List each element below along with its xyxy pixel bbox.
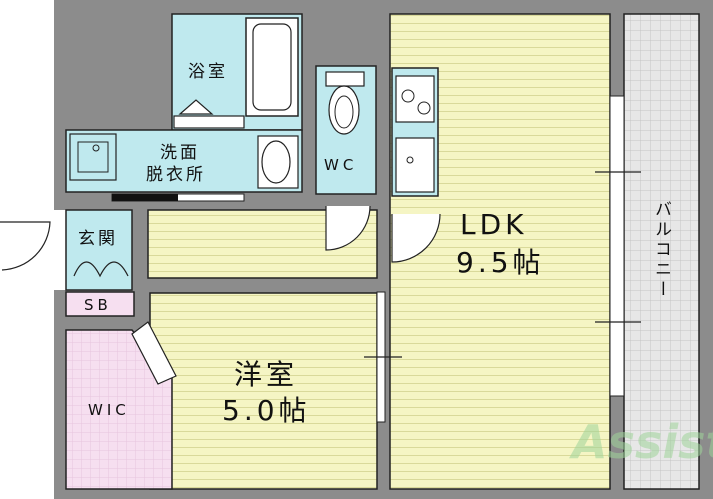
wic-label: WIC xyxy=(88,401,130,419)
ldk-size-label: 9.5帖 xyxy=(456,246,545,279)
walk-in-closet xyxy=(65,329,173,490)
washroom-door-panel xyxy=(112,194,178,201)
bath-door xyxy=(173,115,245,129)
bath-door-swing xyxy=(178,99,214,115)
western-room xyxy=(149,292,378,490)
washroom-label-1: 洗面 xyxy=(160,143,200,163)
bath-label: 浴室 xyxy=(188,62,228,82)
burner-icon xyxy=(401,89,415,103)
front-door-swing xyxy=(0,221,51,271)
sb-label: SB xyxy=(84,296,112,314)
wc-label: WC xyxy=(324,156,357,174)
entrance-floor xyxy=(65,209,133,291)
balcony-window xyxy=(609,95,625,397)
stove xyxy=(395,75,435,123)
shoe-closet-doors xyxy=(73,261,129,278)
watermark-logo: Assist xyxy=(569,415,713,469)
ldk-door-swing xyxy=(391,213,441,263)
shoe-box xyxy=(65,291,135,317)
entrance-label: 玄関 xyxy=(78,229,118,249)
wash-basin-icon xyxy=(261,140,291,184)
kitchen-sink xyxy=(395,137,435,193)
toilet-tank xyxy=(325,71,365,87)
burner-icon xyxy=(417,101,431,115)
western-room-size-label: 5.0帖 xyxy=(222,394,311,427)
bathtub-inner xyxy=(252,23,292,111)
toilet-seat xyxy=(334,95,354,129)
wc-door-swing xyxy=(325,205,371,251)
washing-machine-inner xyxy=(77,141,109,173)
sink-drain-icon xyxy=(406,156,414,164)
ldk-label: LDK xyxy=(460,208,528,241)
drain-icon xyxy=(92,144,100,152)
washroom-label-2: 脱衣所 xyxy=(146,165,206,185)
wic-folding-door xyxy=(131,321,177,385)
balcony-label: バルコニー xyxy=(651,200,671,300)
western-room-label: 洋室 xyxy=(234,358,298,391)
washing-machine-pan xyxy=(69,133,117,181)
balcony-area xyxy=(623,13,700,490)
